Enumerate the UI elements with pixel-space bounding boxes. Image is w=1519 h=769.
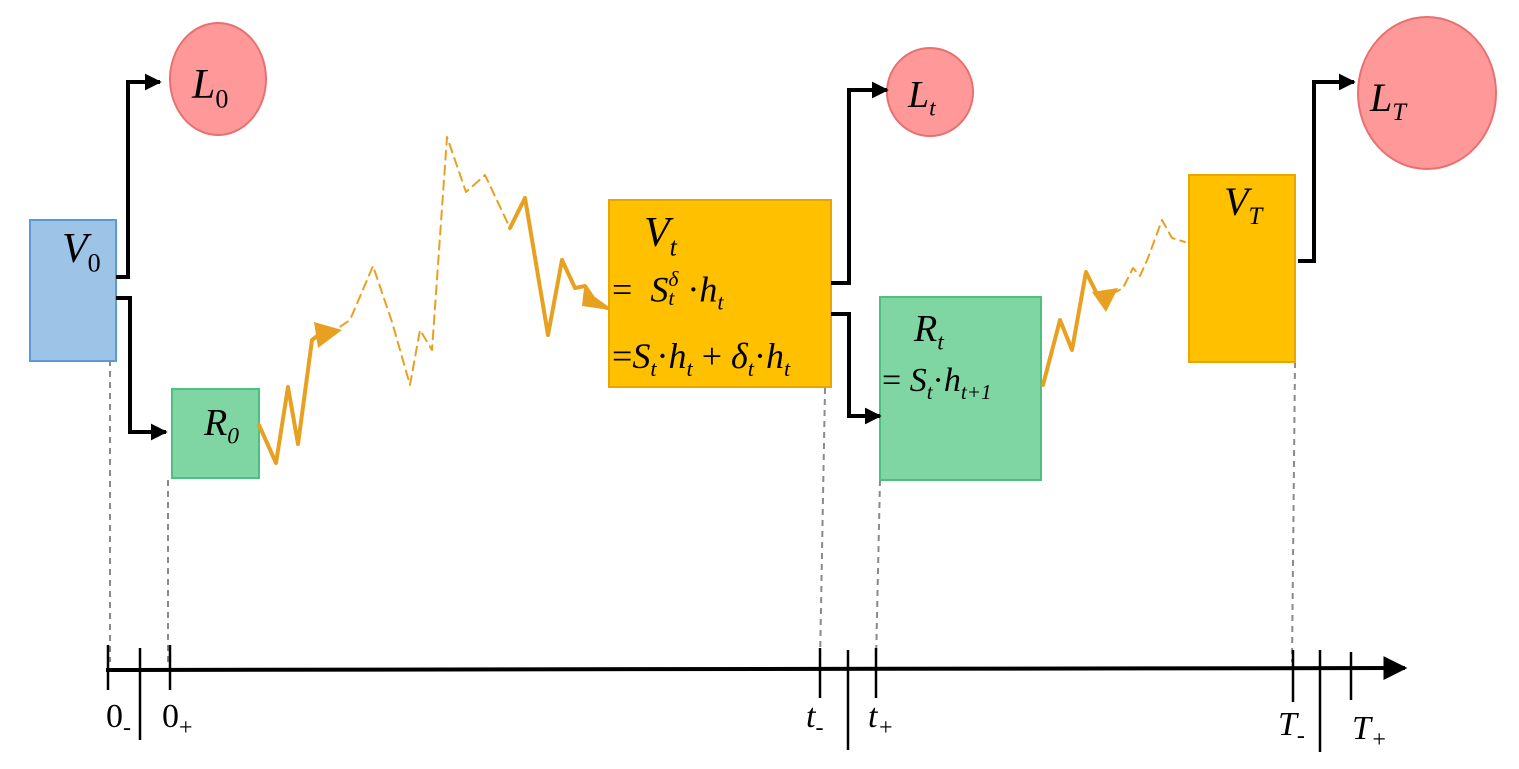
path-dashed-segment-1 xyxy=(327,136,511,386)
path-r0-to-dash xyxy=(257,328,327,465)
rt-box xyxy=(879,296,1042,481)
r0-label: R0 xyxy=(204,402,239,450)
lt-label: Lt xyxy=(908,74,936,122)
vt-box xyxy=(608,199,832,388)
tick-label-tplus: t+ xyxy=(868,698,894,741)
tick-label-Tplus: T+ xyxy=(1352,710,1388,753)
arrow-vT-to-lT xyxy=(1298,73,1356,263)
guide-line-vT xyxy=(1291,361,1296,663)
l0-label: L0 xyxy=(192,62,229,114)
path-arrowheads xyxy=(314,288,1118,348)
path-arrowhead-2 xyxy=(582,288,610,310)
rt-label: Rt xyxy=(914,308,944,356)
tick-label-tminus: t- xyxy=(806,698,824,741)
tick-label-0plus: 0+ xyxy=(162,698,193,741)
time-axis xyxy=(105,656,1408,681)
flow-arrows xyxy=(116,73,1356,441)
l0-circle xyxy=(169,22,267,136)
v0-box xyxy=(29,219,117,362)
arrow-v0-to-l0 xyxy=(116,73,162,279)
guide-line-vt xyxy=(819,387,826,663)
guide-line-rt xyxy=(875,479,881,663)
r0-box xyxy=(171,388,260,479)
path-arrowhead-1 xyxy=(314,322,342,348)
path-dashed-segment-2 xyxy=(1111,219,1186,295)
vt-label: Vt xyxy=(644,210,677,262)
time-guide-lines xyxy=(109,360,1296,663)
rt-equation: = St·ht+1 xyxy=(882,362,992,404)
vT-label: VT xyxy=(1224,179,1263,230)
path-rt-to-dash xyxy=(1041,270,1110,387)
arrow-vt-to-lt xyxy=(831,81,889,285)
tick-label-0minus: 0- xyxy=(106,698,131,741)
arrow-v0-to-r0 xyxy=(116,296,168,441)
tick-label-Tminus: T- xyxy=(1278,706,1305,749)
path-to-vt xyxy=(508,196,609,337)
axis-tick-marks xyxy=(106,645,1353,752)
path-arrowhead-3 xyxy=(1092,288,1118,312)
lT-circle xyxy=(1357,16,1497,170)
lT-label: LT xyxy=(1370,75,1407,126)
v0-label: V0 xyxy=(62,226,101,278)
vt-equation-line-2: =St·ht + δt·ht xyxy=(612,336,791,382)
vT-box xyxy=(1188,174,1296,363)
arrow-vt-to-rt xyxy=(831,312,882,425)
